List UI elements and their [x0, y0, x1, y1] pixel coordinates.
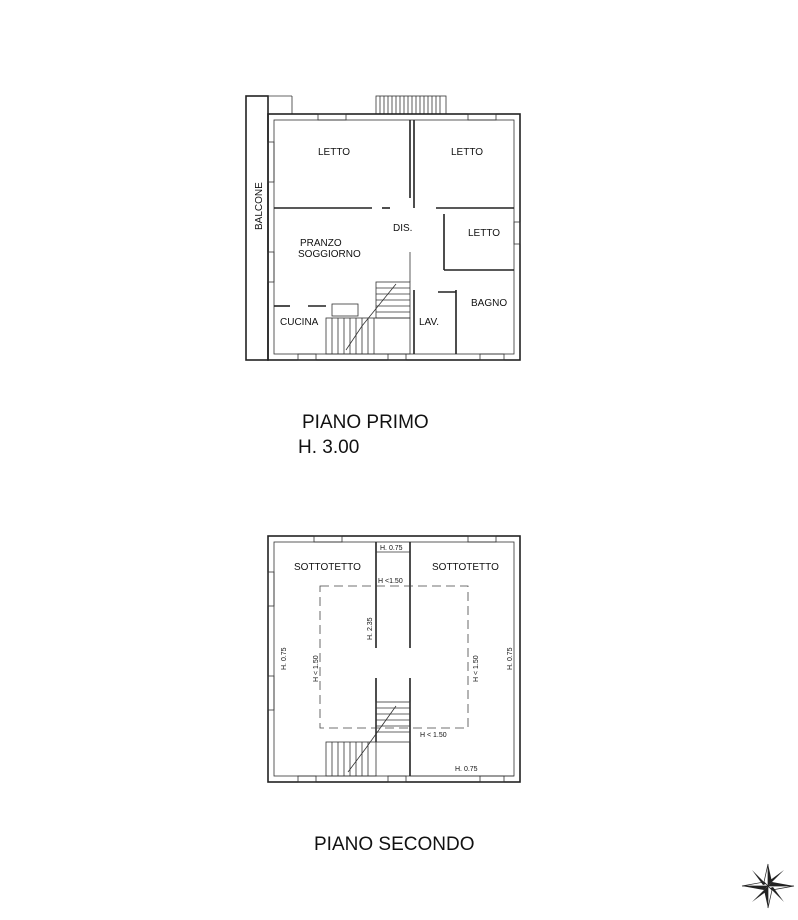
height-label: H < 1.50 — [420, 732, 447, 739]
room-label-letto: LETTO — [468, 228, 500, 239]
floor-title-primo: PIANO PRIMO — [302, 412, 429, 433]
floor-title-secondo: PIANO SECONDO — [314, 834, 474, 855]
height-label: H < 1.50 — [313, 655, 320, 682]
second-floor-stair-upper — [375, 701, 411, 743]
room-label-bagno: BAGNO — [471, 298, 507, 309]
room-label-sottotetto: SOTTOTETTO — [432, 562, 499, 573]
room-label-pranzo: PRANZO — [300, 238, 342, 249]
second-floor-plan — [267, 535, 521, 783]
height-label: H. 0.75 — [380, 545, 403, 552]
room-label-lavanderia: LAV. — [419, 317, 439, 328]
height-label: H <1.50 — [378, 578, 403, 585]
room-label-letto: LETTO — [451, 147, 483, 158]
floor-height-primo: H. 3.00 — [298, 437, 359, 458]
compass-rose-icon — [741, 863, 795, 909]
height-boundary-dashed — [319, 585, 469, 729]
height-label: H. 0.75 — [507, 647, 514, 670]
second-floor-stair-lower — [325, 741, 377, 777]
height-label: H. 2.35 — [367, 617, 374, 640]
room-label-disimpegno: DIS. — [393, 223, 412, 234]
room-label-letto: LETTO — [318, 147, 350, 158]
height-label: H < 1.50 — [473, 655, 480, 682]
room-label-cucina: CUCINA — [280, 317, 319, 328]
room-label-sottotetto: SOTTOTETTO — [294, 562, 361, 573]
room-label-balcone: BALCONE — [254, 182, 265, 230]
height-label: H. 0.75 — [455, 766, 478, 773]
roof-vent — [375, 95, 447, 115]
first-floor-plan — [245, 95, 521, 361]
room-label-soggiorno: SOGGIORNO — [298, 249, 361, 260]
height-label: H. 0.75 — [281, 647, 288, 670]
